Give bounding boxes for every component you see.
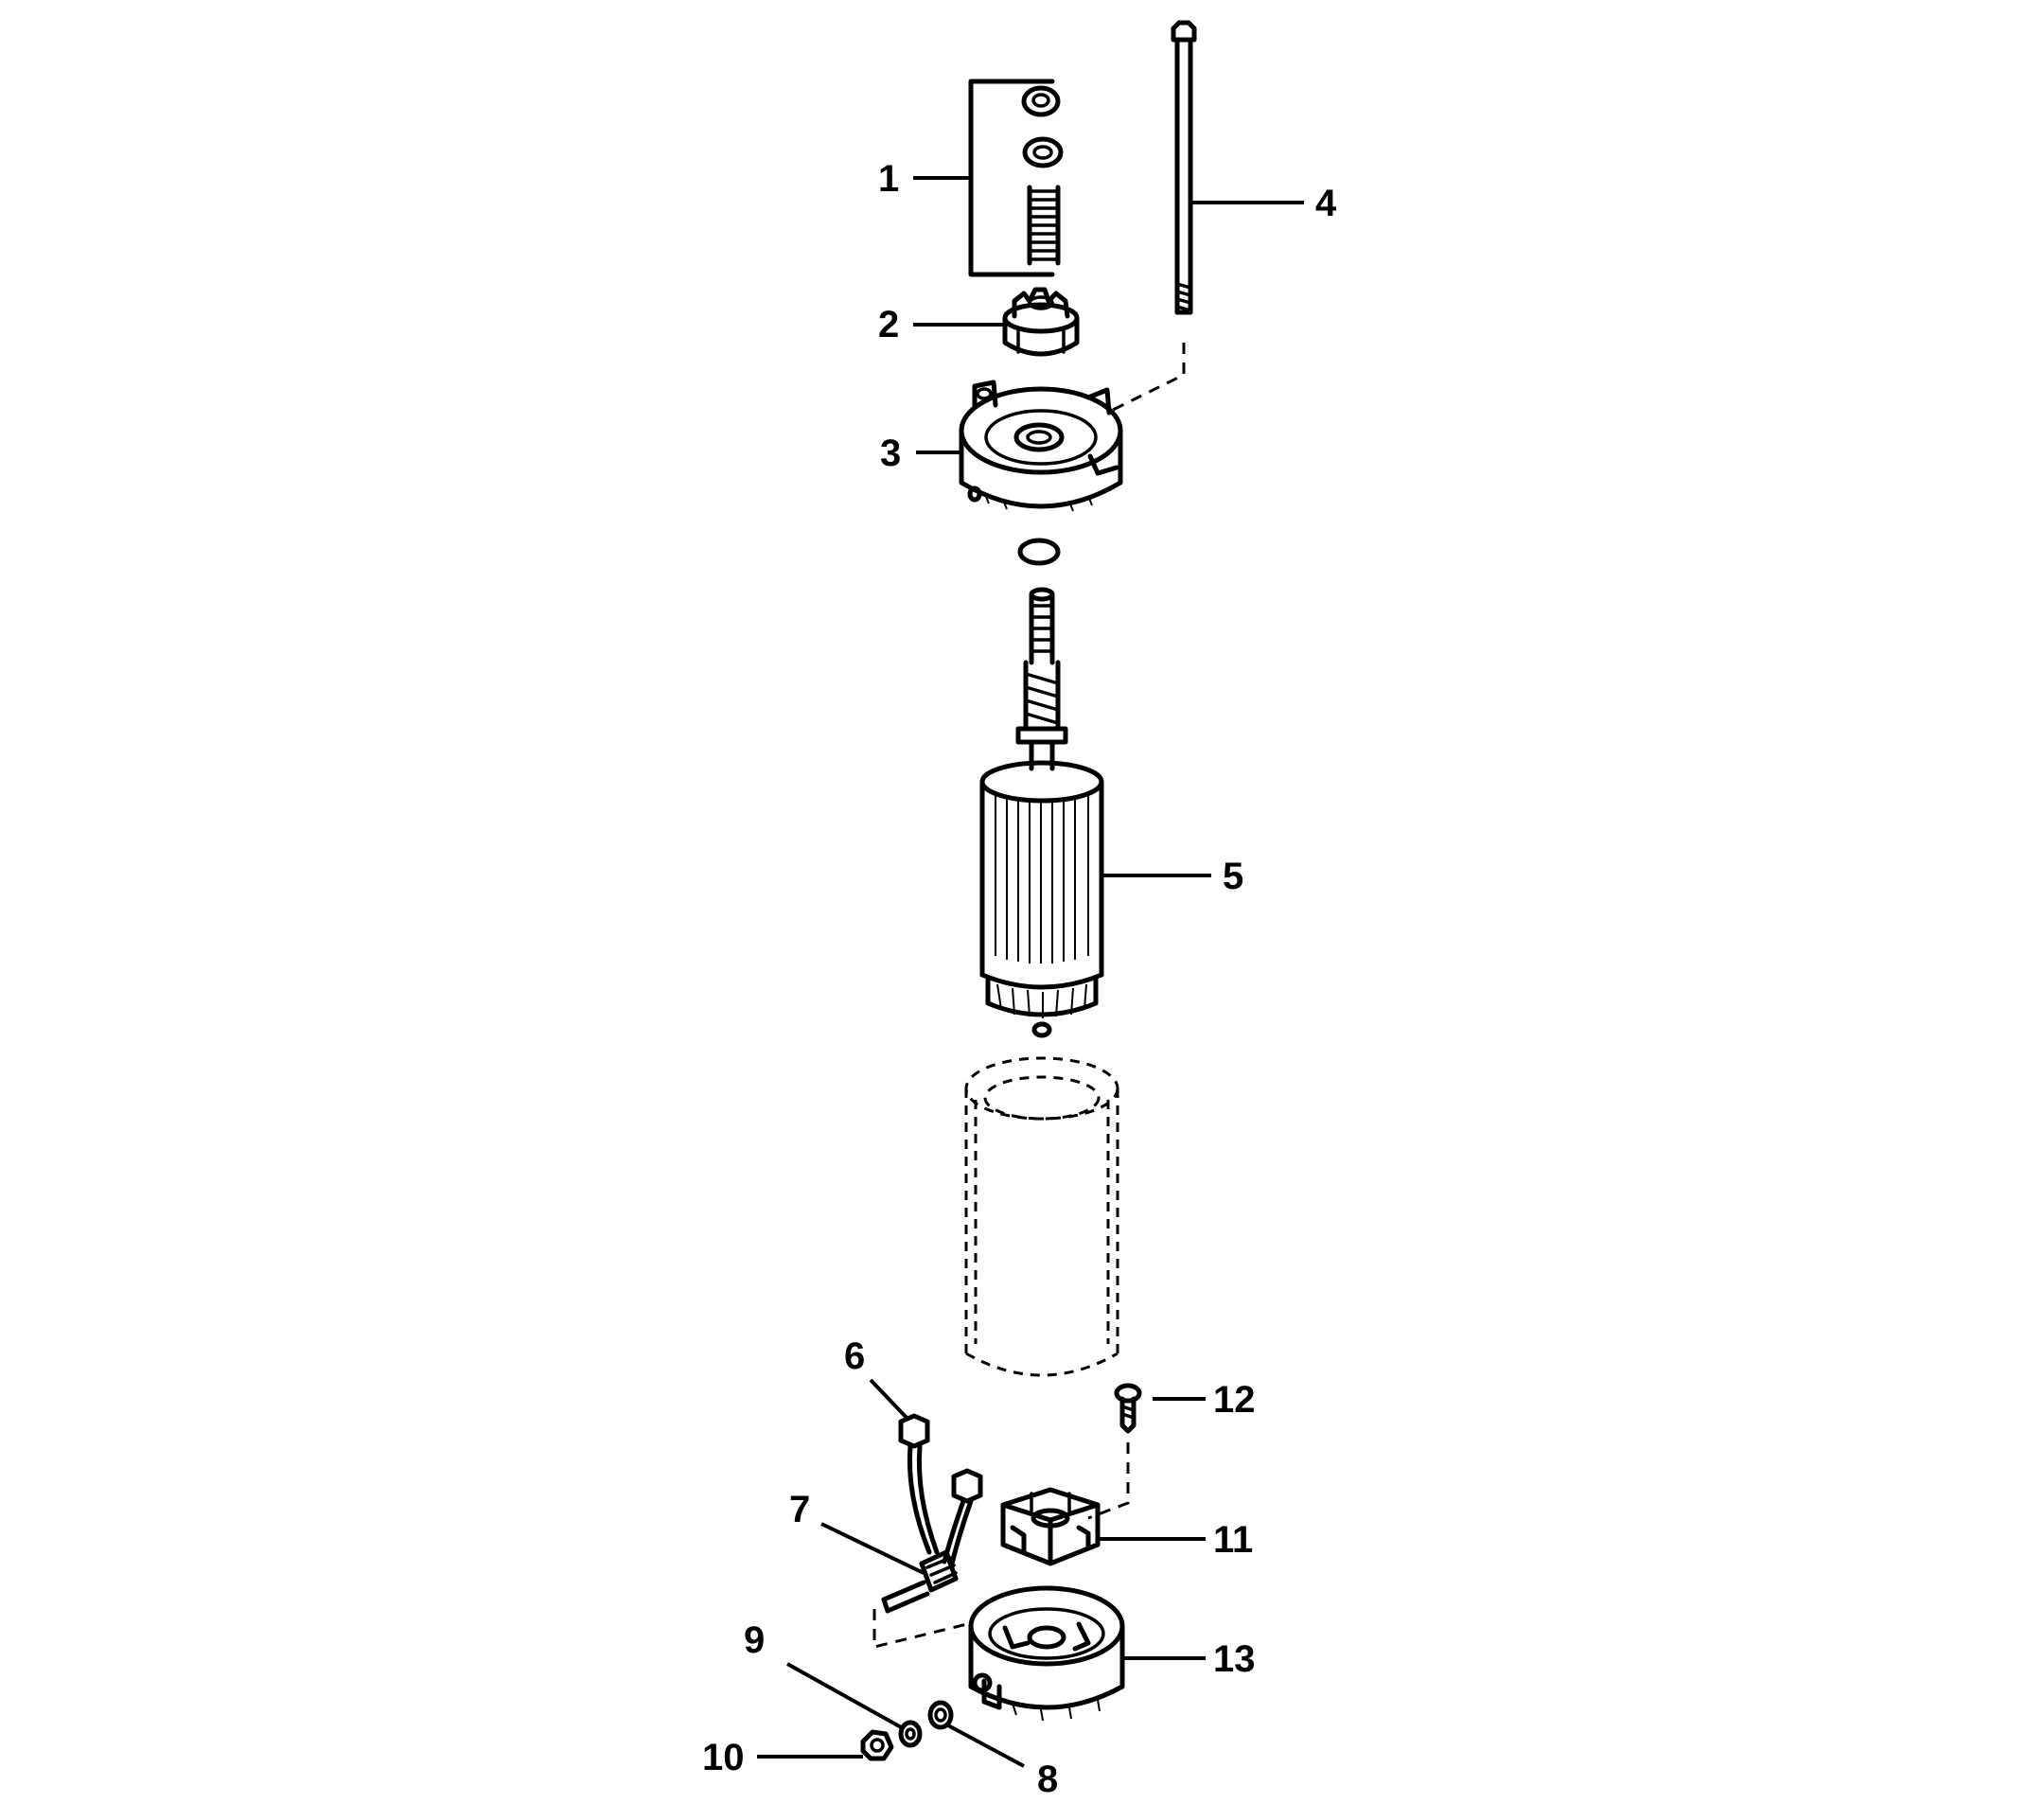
part-12-screw [1087,1383,1142,1520]
callout-10: 10 [702,1737,745,1778]
callout-8: 8 [1037,1759,1058,1800]
callout-4: 4 [1315,183,1337,224]
part-10-nut [860,1729,894,1761]
kit-spring [1027,185,1061,266]
part-6-brushes [898,1413,983,1566]
leader-lines [757,176,1304,1768]
part-7-terminal-stud [872,1549,968,1649]
callout-13: 13 [1213,1638,1256,1680]
callout-5: 5 [1223,856,1243,897]
callout-11: 11 [1213,1519,1253,1561]
kit-nut [1021,85,1061,117]
leader-9 [786,1662,904,1730]
part-2-drive-pinion [1002,287,1080,357]
callout-2: 2 [878,304,899,345]
part-9-washer [898,1720,923,1748]
o-ring [1017,538,1061,566]
part-13-end-cap [968,1585,1125,1722]
leader-7 [820,1522,925,1575]
callout-3: 3 [880,433,901,474]
leader-6 [869,1378,910,1422]
leader-8 [945,1723,1025,1768]
kit-washer [1022,136,1064,168]
callout-9: 9 [744,1619,765,1661]
callout-6: 6 [844,1335,865,1377]
callout-7: 7 [789,1489,810,1530]
part-11-brush-holder [1000,1487,1101,1566]
callout-labels: 1 2 3 4 5 6 7 8 9 10 11 12 13 [702,158,1337,1800]
frame-phantom [964,1056,1119,1377]
part-3-end-cap [959,380,1123,512]
kit-bracket [968,79,1055,277]
part-8-lockwasher [927,1700,954,1730]
callout-1: 1 [878,158,899,200]
part-1-drive-kit [968,79,1064,277]
part-5-armature [979,587,1104,1038]
part-4-through-bolt [1106,20,1197,415]
callout-12: 12 [1213,1379,1256,1421]
